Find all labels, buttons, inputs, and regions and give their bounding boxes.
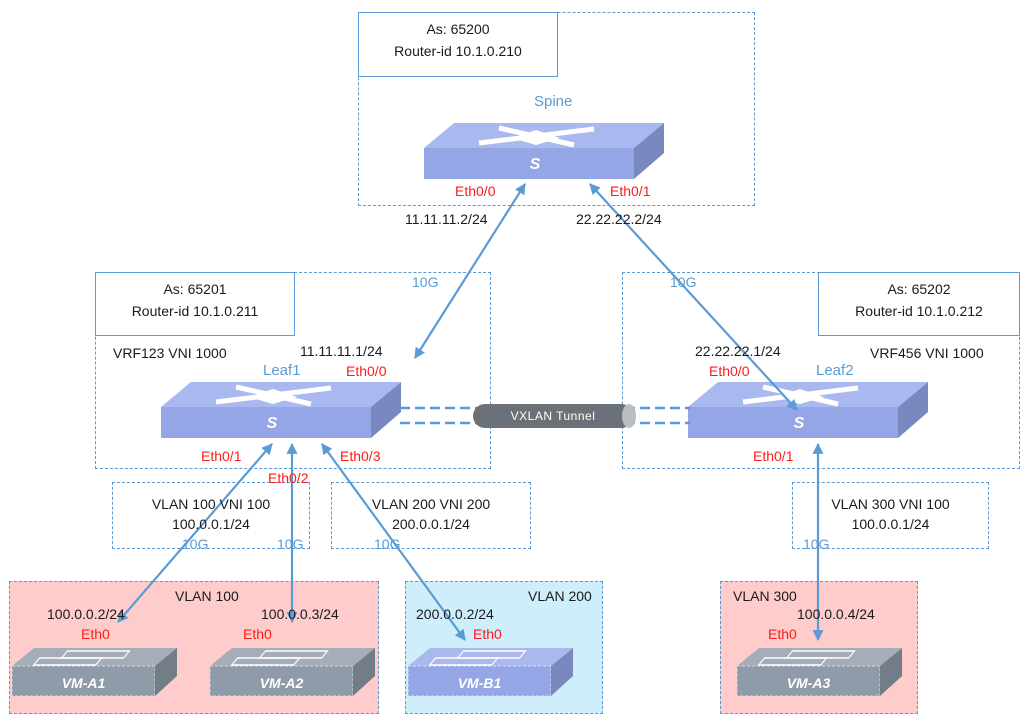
leaf1-port-eth0-2: Eth0/2 bbox=[268, 470, 309, 486]
leaf2-as-number: As: 65202 bbox=[887, 281, 951, 297]
leaf1-as-number: As: 65201 bbox=[163, 281, 227, 297]
spine-leaf1-ip: 11.11.11.2/24 bbox=[405, 211, 488, 227]
vm-a2-name: VM-A2 bbox=[259, 675, 304, 691]
link-spine-leaf1[interactable] bbox=[414, 183, 526, 359]
speed-spine-leaf2: 10G bbox=[670, 274, 697, 290]
vxlan-tunnel-label: VXLAN Tunnel bbox=[510, 409, 596, 423]
vm-a2-port: Eth0 bbox=[243, 626, 272, 642]
leaf2-as-box: As: 65202 Router-id 10.1.0.212 bbox=[818, 272, 1020, 336]
vm-b1-port: Eth0 bbox=[473, 626, 502, 642]
vlan200-interface-line1: VLAN 200 VNI 200 bbox=[371, 496, 491, 512]
vm-group-vlan200-label: VLAN 200 bbox=[528, 588, 592, 604]
spine-name: Spine bbox=[534, 93, 573, 110]
speed-spine-leaf1: 10G bbox=[412, 274, 439, 290]
speed-leaf2-vm-a3: 10G bbox=[803, 536, 830, 552]
vm-group-vlan300-label: VLAN 300 bbox=[733, 588, 797, 604]
vm-a3-ip: 100.0.0.4/24 bbox=[797, 606, 875, 622]
leaf1-router-id: Router-id 10.1.0.211 bbox=[131, 303, 259, 319]
vlan300-interface-box bbox=[792, 482, 989, 549]
vm-a1-ip: 100.0.0.2/24 bbox=[47, 606, 125, 622]
vlan300-interface-line1: VLAN 300 VNI 100 bbox=[831, 496, 950, 512]
link-leaf1-vm-b1[interactable] bbox=[321, 443, 466, 641]
spine-port-eth0-1: Eth0/1 bbox=[610, 183, 651, 199]
leaf1-as-box: As: 65201 Router-id 10.1.0.211 bbox=[95, 272, 295, 336]
vm-group-vlan100-label: VLAN 100 bbox=[175, 588, 239, 604]
link-spine-leaf2[interactable] bbox=[589, 183, 798, 411]
vlan200-interface-ip: 200.0.0.1/24 bbox=[392, 516, 470, 532]
vm-a1-port: Eth0 bbox=[81, 626, 110, 642]
spine-as-number: As: 65200 bbox=[426, 21, 490, 37]
leaf1-switch-glyph: S bbox=[266, 415, 278, 432]
speed-leaf1-vm-a1: 10G bbox=[182, 536, 209, 552]
spine-router-id: Router-id 10.1.0.210 bbox=[394, 43, 522, 59]
speed-leaf1-vm-a2: 10G bbox=[277, 536, 304, 552]
spine-port-eth0-0: Eth0/0 bbox=[455, 183, 496, 199]
leaf2-port-eth0-1: Eth0/1 bbox=[753, 448, 794, 464]
leaf1-port-eth0-3: Eth0/3 bbox=[340, 448, 381, 464]
vlan100-interface-ip: 100.0.0.1/24 bbox=[172, 516, 250, 532]
vm-a3-name: VM-A3 bbox=[786, 675, 831, 691]
speed-leaf1-vm-b1: 10G bbox=[374, 536, 401, 552]
leaf1-vrf: VRF123 VNI 1000 bbox=[113, 345, 227, 361]
vm-a1-name: VM-A1 bbox=[61, 675, 106, 691]
leaf2-vrf: VRF456 VNI 1000 bbox=[870, 345, 984, 361]
spine-as-box: As: 65200 Router-id 10.1.0.210 bbox=[358, 12, 558, 77]
leaf2-switch-glyph: S bbox=[793, 415, 805, 432]
spine-switch-glyph: S bbox=[529, 156, 541, 173]
leaf2-uplink-ip: 22.22.22.1/24 bbox=[695, 343, 781, 359]
spine-leaf2-ip: 22.22.22.2/24 bbox=[576, 211, 662, 227]
vm-b1-ip: 200.0.0.2/24 bbox=[416, 606, 494, 622]
leaf1-name: Leaf1 bbox=[263, 362, 301, 379]
vlan300-interface-ip: 100.0.0.1/24 bbox=[851, 516, 930, 532]
vm-a3-port: Eth0 bbox=[768, 626, 797, 642]
leaf1-port-eth0-0: Eth0/0 bbox=[346, 363, 387, 379]
leaf2-router-id: Router-id 10.1.0.212 bbox=[855, 303, 983, 319]
leaf1-port-eth0-1: Eth0/1 bbox=[201, 448, 242, 464]
vm-b1-name: VM-B1 bbox=[457, 675, 502, 691]
leaf1-uplink-ip: 11.11.11.1/24 bbox=[300, 343, 383, 359]
leaf2-name: Leaf2 bbox=[816, 362, 854, 379]
link-leaf1-vm-a1[interactable] bbox=[117, 443, 273, 623]
leaf2-port-eth0-0: Eth0/0 bbox=[709, 363, 750, 379]
vm-a2-ip: 100.0.0.3/24 bbox=[261, 606, 339, 622]
vlan100-interface-line1: VLAN 100 VNI 100 bbox=[151, 496, 271, 512]
